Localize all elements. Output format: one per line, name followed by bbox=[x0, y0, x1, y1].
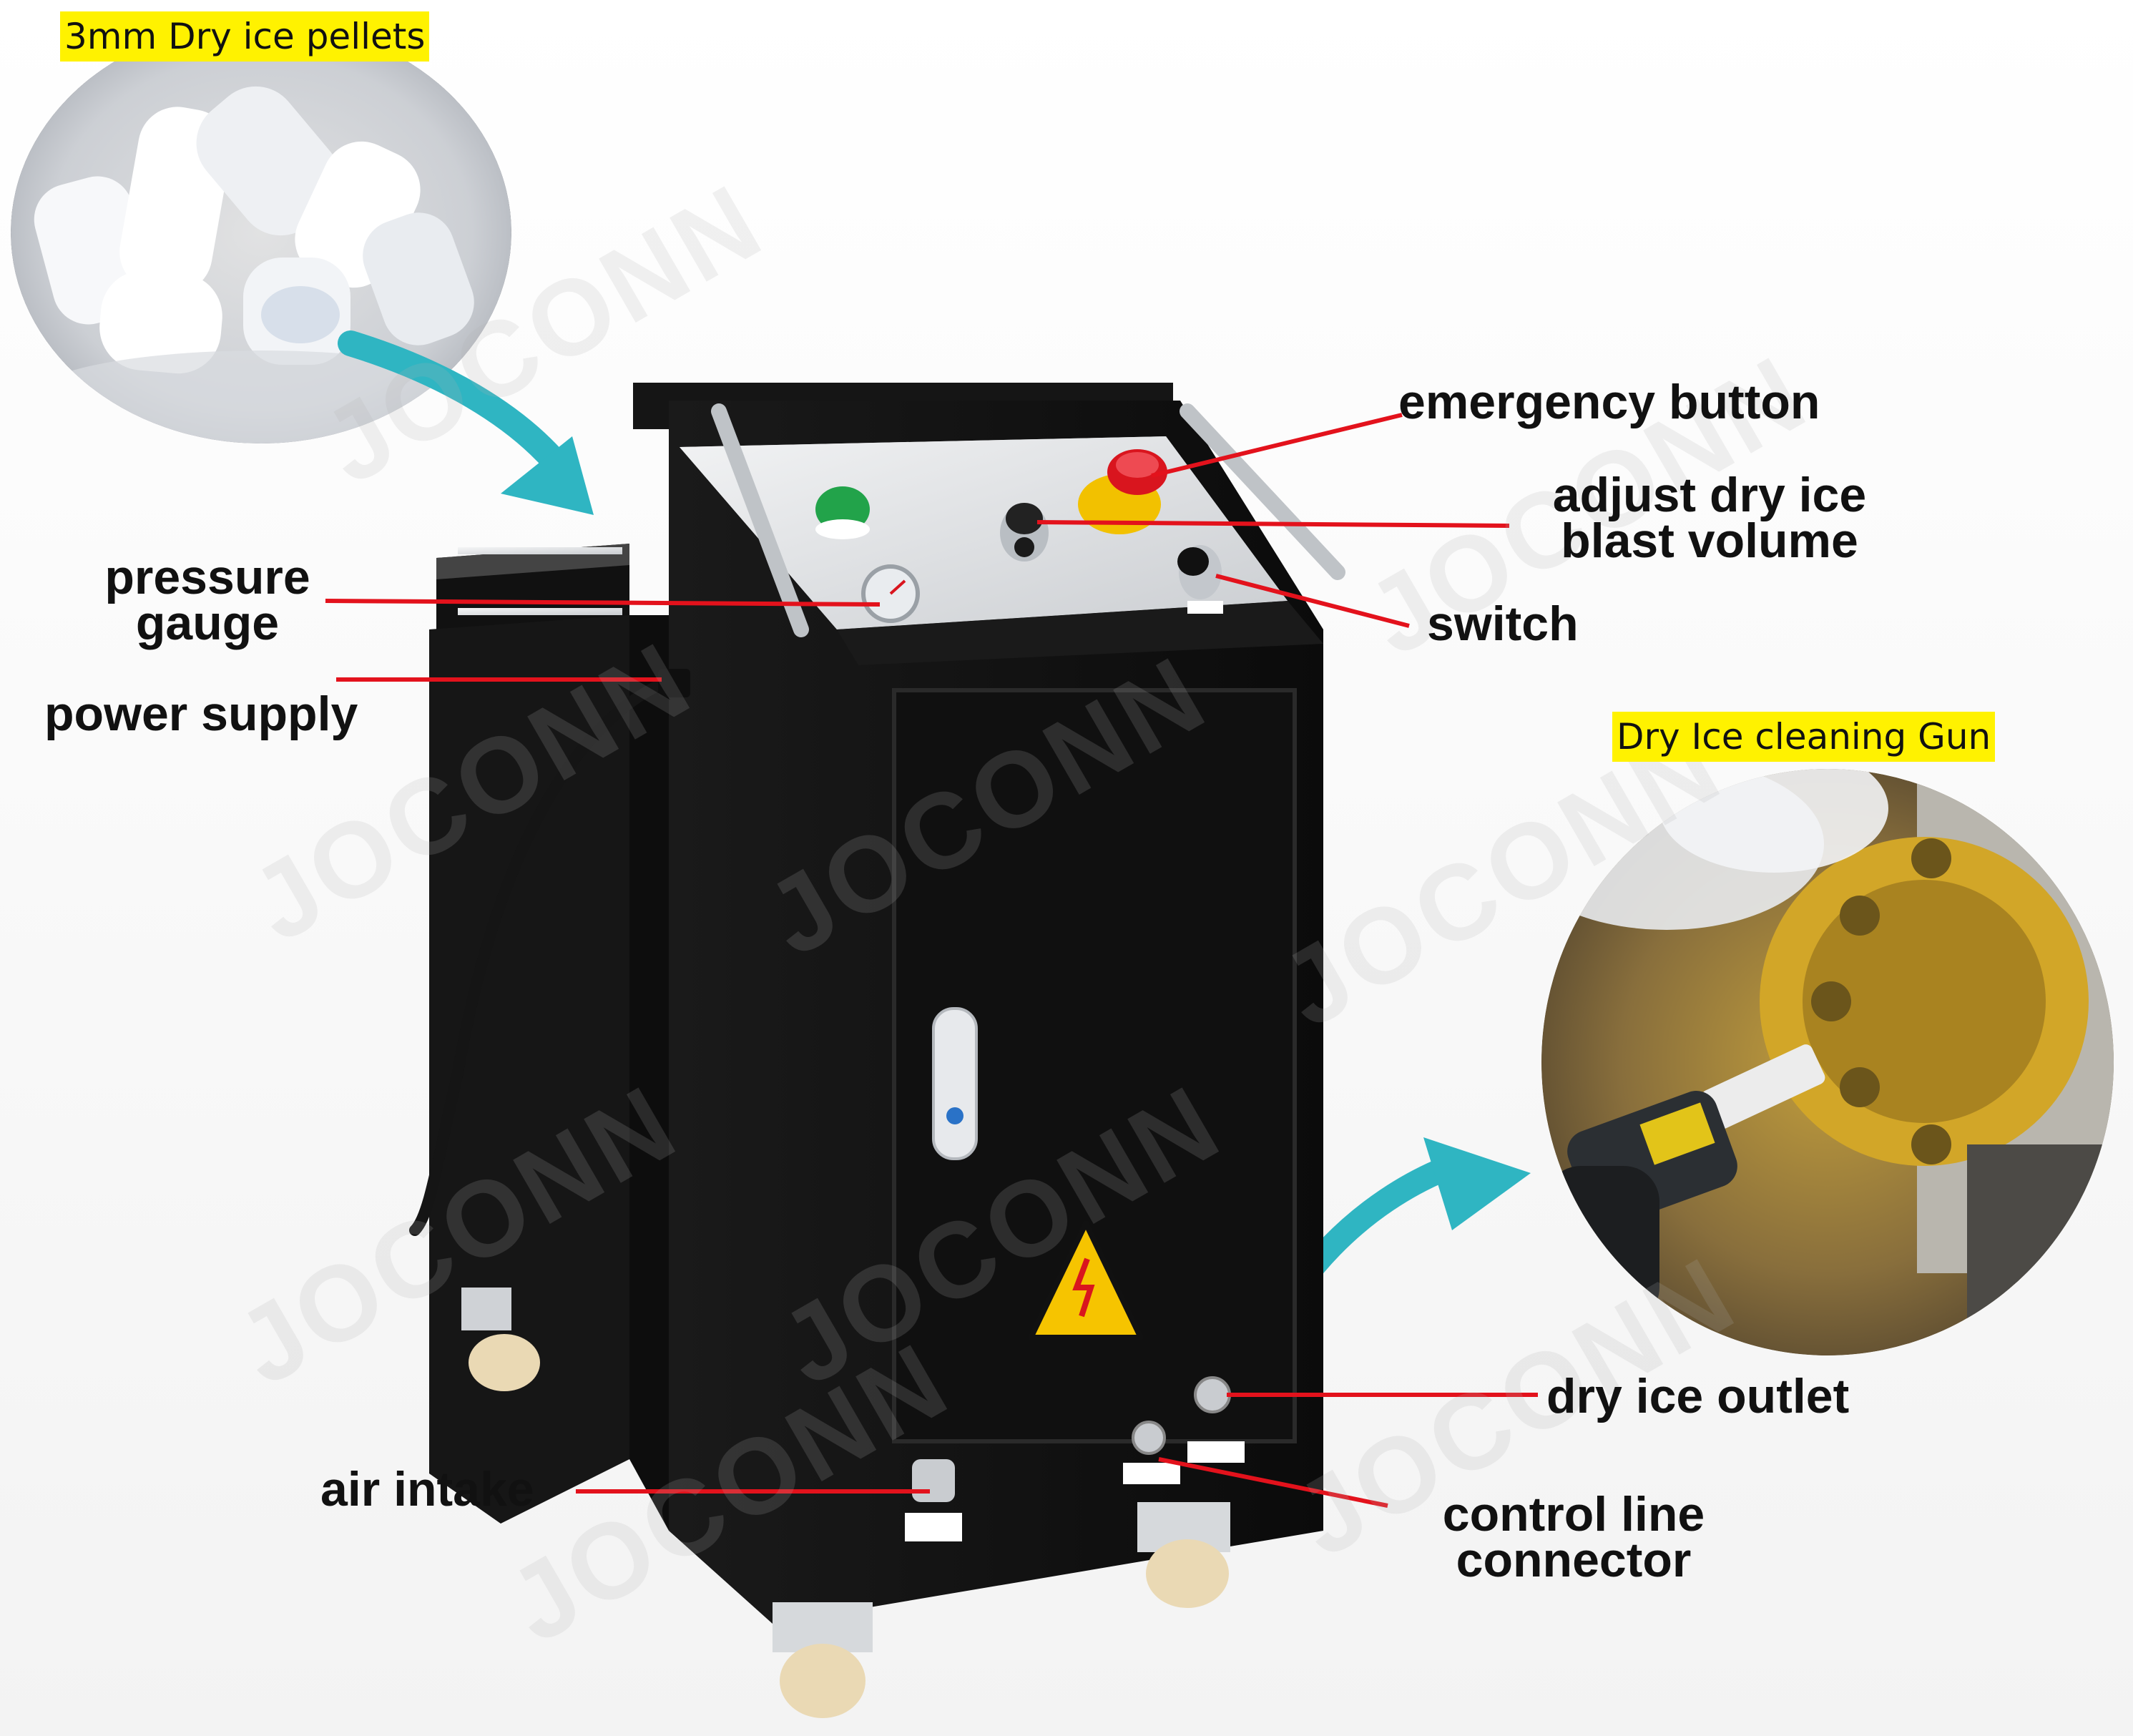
label-power-supply: power supply bbox=[44, 687, 358, 741]
electric-warning-icon bbox=[1028, 1220, 1144, 1340]
start-button-icon bbox=[815, 486, 870, 539]
label-adjust-line1: adjust dry ice bbox=[1552, 468, 1867, 522]
dry-ice-pellets-photo bbox=[11, 21, 511, 443]
emergency-stop-icon bbox=[1078, 449, 1167, 534]
power-cable bbox=[409, 674, 678, 1236]
leader-lines bbox=[325, 413, 1538, 1508]
caster-wheel bbox=[773, 1602, 873, 1718]
pressure-gauge-icon bbox=[861, 564, 920, 623]
left-handle bbox=[711, 403, 809, 637]
label-pressure-line2: gauge bbox=[135, 596, 280, 650]
volume-knob-icon bbox=[1000, 503, 1049, 561]
right-handle bbox=[1180, 403, 1345, 580]
caster-wheel bbox=[1137, 1502, 1230, 1608]
dry-ice-gun-photo bbox=[1541, 769, 2114, 1355]
label-switch: switch bbox=[1427, 597, 1579, 651]
caster-wheel bbox=[461, 1288, 540, 1391]
dry-ice-outlet-fitting-icon bbox=[1187, 1376, 1245, 1463]
gun-tag: Dry Ice cleaning Gun bbox=[1612, 712, 1996, 762]
label-adjust-volume: adjust dry ice blast volume bbox=[1516, 468, 1903, 568]
switch-icon bbox=[1177, 545, 1223, 614]
label-air-intake: air intake bbox=[320, 1462, 534, 1516]
label-control-line1: control line bbox=[1442, 1487, 1705, 1541]
label-control-line2: connector bbox=[1456, 1533, 1692, 1587]
label-adjust-line2: blast volume bbox=[1561, 514, 1858, 568]
control-connector-icon bbox=[1123, 1421, 1180, 1484]
label-dry-ice-outlet: dry ice outlet bbox=[1546, 1369, 1850, 1423]
label-emergency-button: emergency button bbox=[1398, 375, 1820, 429]
label-pressure-gauge: pressure gauge bbox=[72, 550, 343, 650]
pellets-tag: 3mm Dry ice pellets bbox=[60, 11, 430, 62]
label-pressure-line1: pressure bbox=[104, 550, 310, 604]
label-control-line-connector: control line connector bbox=[1395, 1487, 1752, 1587]
door-latch-icon bbox=[932, 1007, 978, 1160]
arrow-to-hopper bbox=[338, 330, 571, 478]
